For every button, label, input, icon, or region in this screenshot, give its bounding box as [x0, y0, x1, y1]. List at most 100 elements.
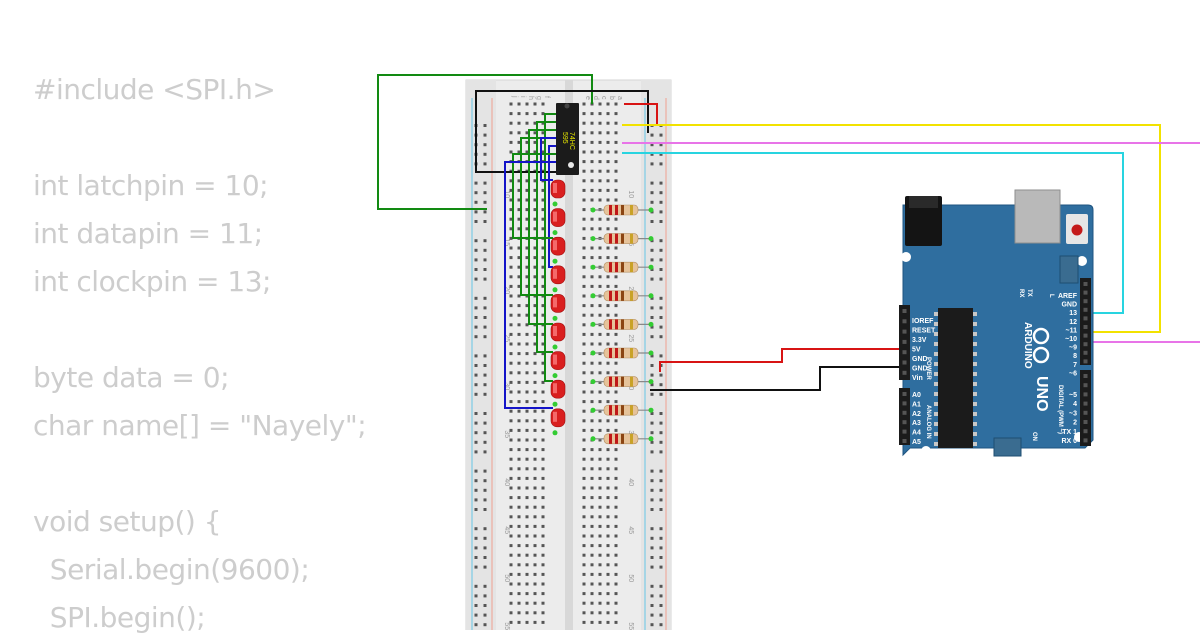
header-hole[interactable]: [1083, 342, 1088, 347]
header-hole[interactable]: [1083, 307, 1088, 312]
bb-hole: [590, 217, 594, 221]
bb-hole: [517, 323, 521, 327]
black-wire-gnd[interactable]: [650, 366, 905, 391]
rail-hole: [659, 536, 663, 540]
bb-hole: [517, 246, 521, 250]
bb-hole: [590, 313, 594, 317]
header-hole[interactable]: [1083, 325, 1088, 329]
shift-output-wire[interactable]: [512, 153, 556, 239]
atmega-pin: [973, 412, 977, 416]
header-hole[interactable]: [1083, 333, 1088, 338]
shift-output-wire[interactable]: [504, 161, 556, 409]
green-wire-latch-loop[interactable]: [377, 74, 593, 210]
header-hole[interactable]: [1083, 438, 1088, 443]
bb-hole: [533, 380, 537, 384]
header-hole[interactable]: [1083, 410, 1088, 415]
rail-hole: [650, 479, 654, 483]
header-hole[interactable]: [902, 370, 907, 375]
led-highlight: [553, 326, 557, 336]
rail-hole: [483, 373, 487, 377]
header-hole[interactable]: [902, 392, 907, 396]
resistor-end: [648, 321, 654, 327]
bb-hole: [606, 150, 610, 154]
reset-button[interactable]: [1071, 224, 1083, 236]
header-hole[interactable]: [902, 410, 907, 415]
bb-hole: [541, 102, 545, 106]
shift-output-wire[interactable]: [548, 145, 556, 268]
rail-hole: [650, 364, 654, 367]
header-hole[interactable]: [902, 329, 907, 334]
header-hole[interactable]: [1083, 282, 1088, 286]
resistor-band: [615, 290, 618, 301]
bb-hole: [614, 217, 618, 221]
header-hole[interactable]: [1083, 429, 1088, 434]
rail-hole: [474, 220, 478, 223]
bb-hole: [590, 121, 594, 125]
header-hole[interactable]: [1083, 350, 1088, 355]
bb-hole: [509, 236, 513, 240]
bb-hole: [509, 620, 513, 624]
led-highlight: [553, 297, 557, 308]
rail-hole: [650, 546, 654, 550]
cyan-wire-clock[interactable]: [622, 152, 1124, 314]
red-wire-vcc[interactable]: [624, 103, 658, 126]
header-hole[interactable]: [1083, 420, 1088, 424]
bb-hole: [509, 256, 513, 260]
resistor-band: [621, 290, 624, 301]
shift-output-wire[interactable]: [520, 137, 556, 296]
header-holes: [902, 282, 1088, 443]
header-hole[interactable]: [902, 360, 907, 365]
black-wire-gnd-top[interactable]: [475, 90, 649, 133]
bb-hole: [517, 380, 521, 384]
bb-hole: [525, 179, 529, 183]
bb-hole: [598, 390, 602, 394]
header-hole[interactable]: [902, 319, 907, 324]
shift-output-wire[interactable]: [528, 129, 556, 325]
resistor-band: [630, 233, 633, 244]
rx-label: RX: [1018, 289, 1024, 297]
bb-hole: [598, 611, 602, 615]
bb-hole: [509, 400, 513, 404]
bb-hole: [582, 121, 586, 125]
resistor-end: [590, 350, 596, 356]
bb-hole: [525, 553, 529, 557]
header-hole[interactable]: [902, 339, 907, 344]
header-hole[interactable]: [1083, 383, 1088, 388]
header-hole[interactable]: [902, 429, 907, 434]
header-hole[interactable]: [1083, 392, 1088, 397]
bb-hole: [525, 332, 529, 336]
bb-hole: [598, 419, 602, 423]
bb-hole: [541, 188, 545, 192]
bb-hole: [517, 467, 521, 471]
bb-hole: [590, 256, 594, 260]
atmega-pin: [973, 442, 977, 446]
header-hole[interactable]: [902, 420, 907, 425]
shift-output-wire[interactable]: [540, 137, 556, 181]
rail-hole: [650, 325, 654, 329]
bb-hole: [590, 534, 594, 538]
bb-hole: [598, 515, 602, 519]
rail-hole: [650, 143, 654, 147]
header-hole[interactable]: [1083, 290, 1088, 295]
bb-hole: [509, 380, 513, 384]
red-wire-5v[interactable]: [659, 348, 905, 372]
bb-hole: [509, 572, 513, 576]
bb-hole: [517, 544, 521, 548]
header-hole[interactable]: [902, 439, 907, 443]
header-hole[interactable]: [902, 401, 907, 406]
rail-hole: [483, 277, 487, 281]
header-hole[interactable]: [1083, 359, 1088, 364]
bb-hole: [598, 572, 602, 576]
shift-output-wire[interactable]: [544, 113, 556, 382]
yellow-wire-data[interactable]: [622, 124, 1161, 333]
bb-hole: [541, 361, 545, 365]
header-hole[interactable]: [902, 309, 907, 313]
header-hole[interactable]: [1083, 316, 1088, 321]
header-hole[interactable]: [1083, 374, 1088, 378]
header-hole[interactable]: [902, 350, 907, 355]
bb-hole: [533, 582, 537, 586]
header-hole[interactable]: [1083, 401, 1088, 406]
header-hole[interactable]: [1083, 299, 1088, 304]
rail-hole: [483, 623, 487, 627]
bb-hole: [525, 188, 529, 192]
